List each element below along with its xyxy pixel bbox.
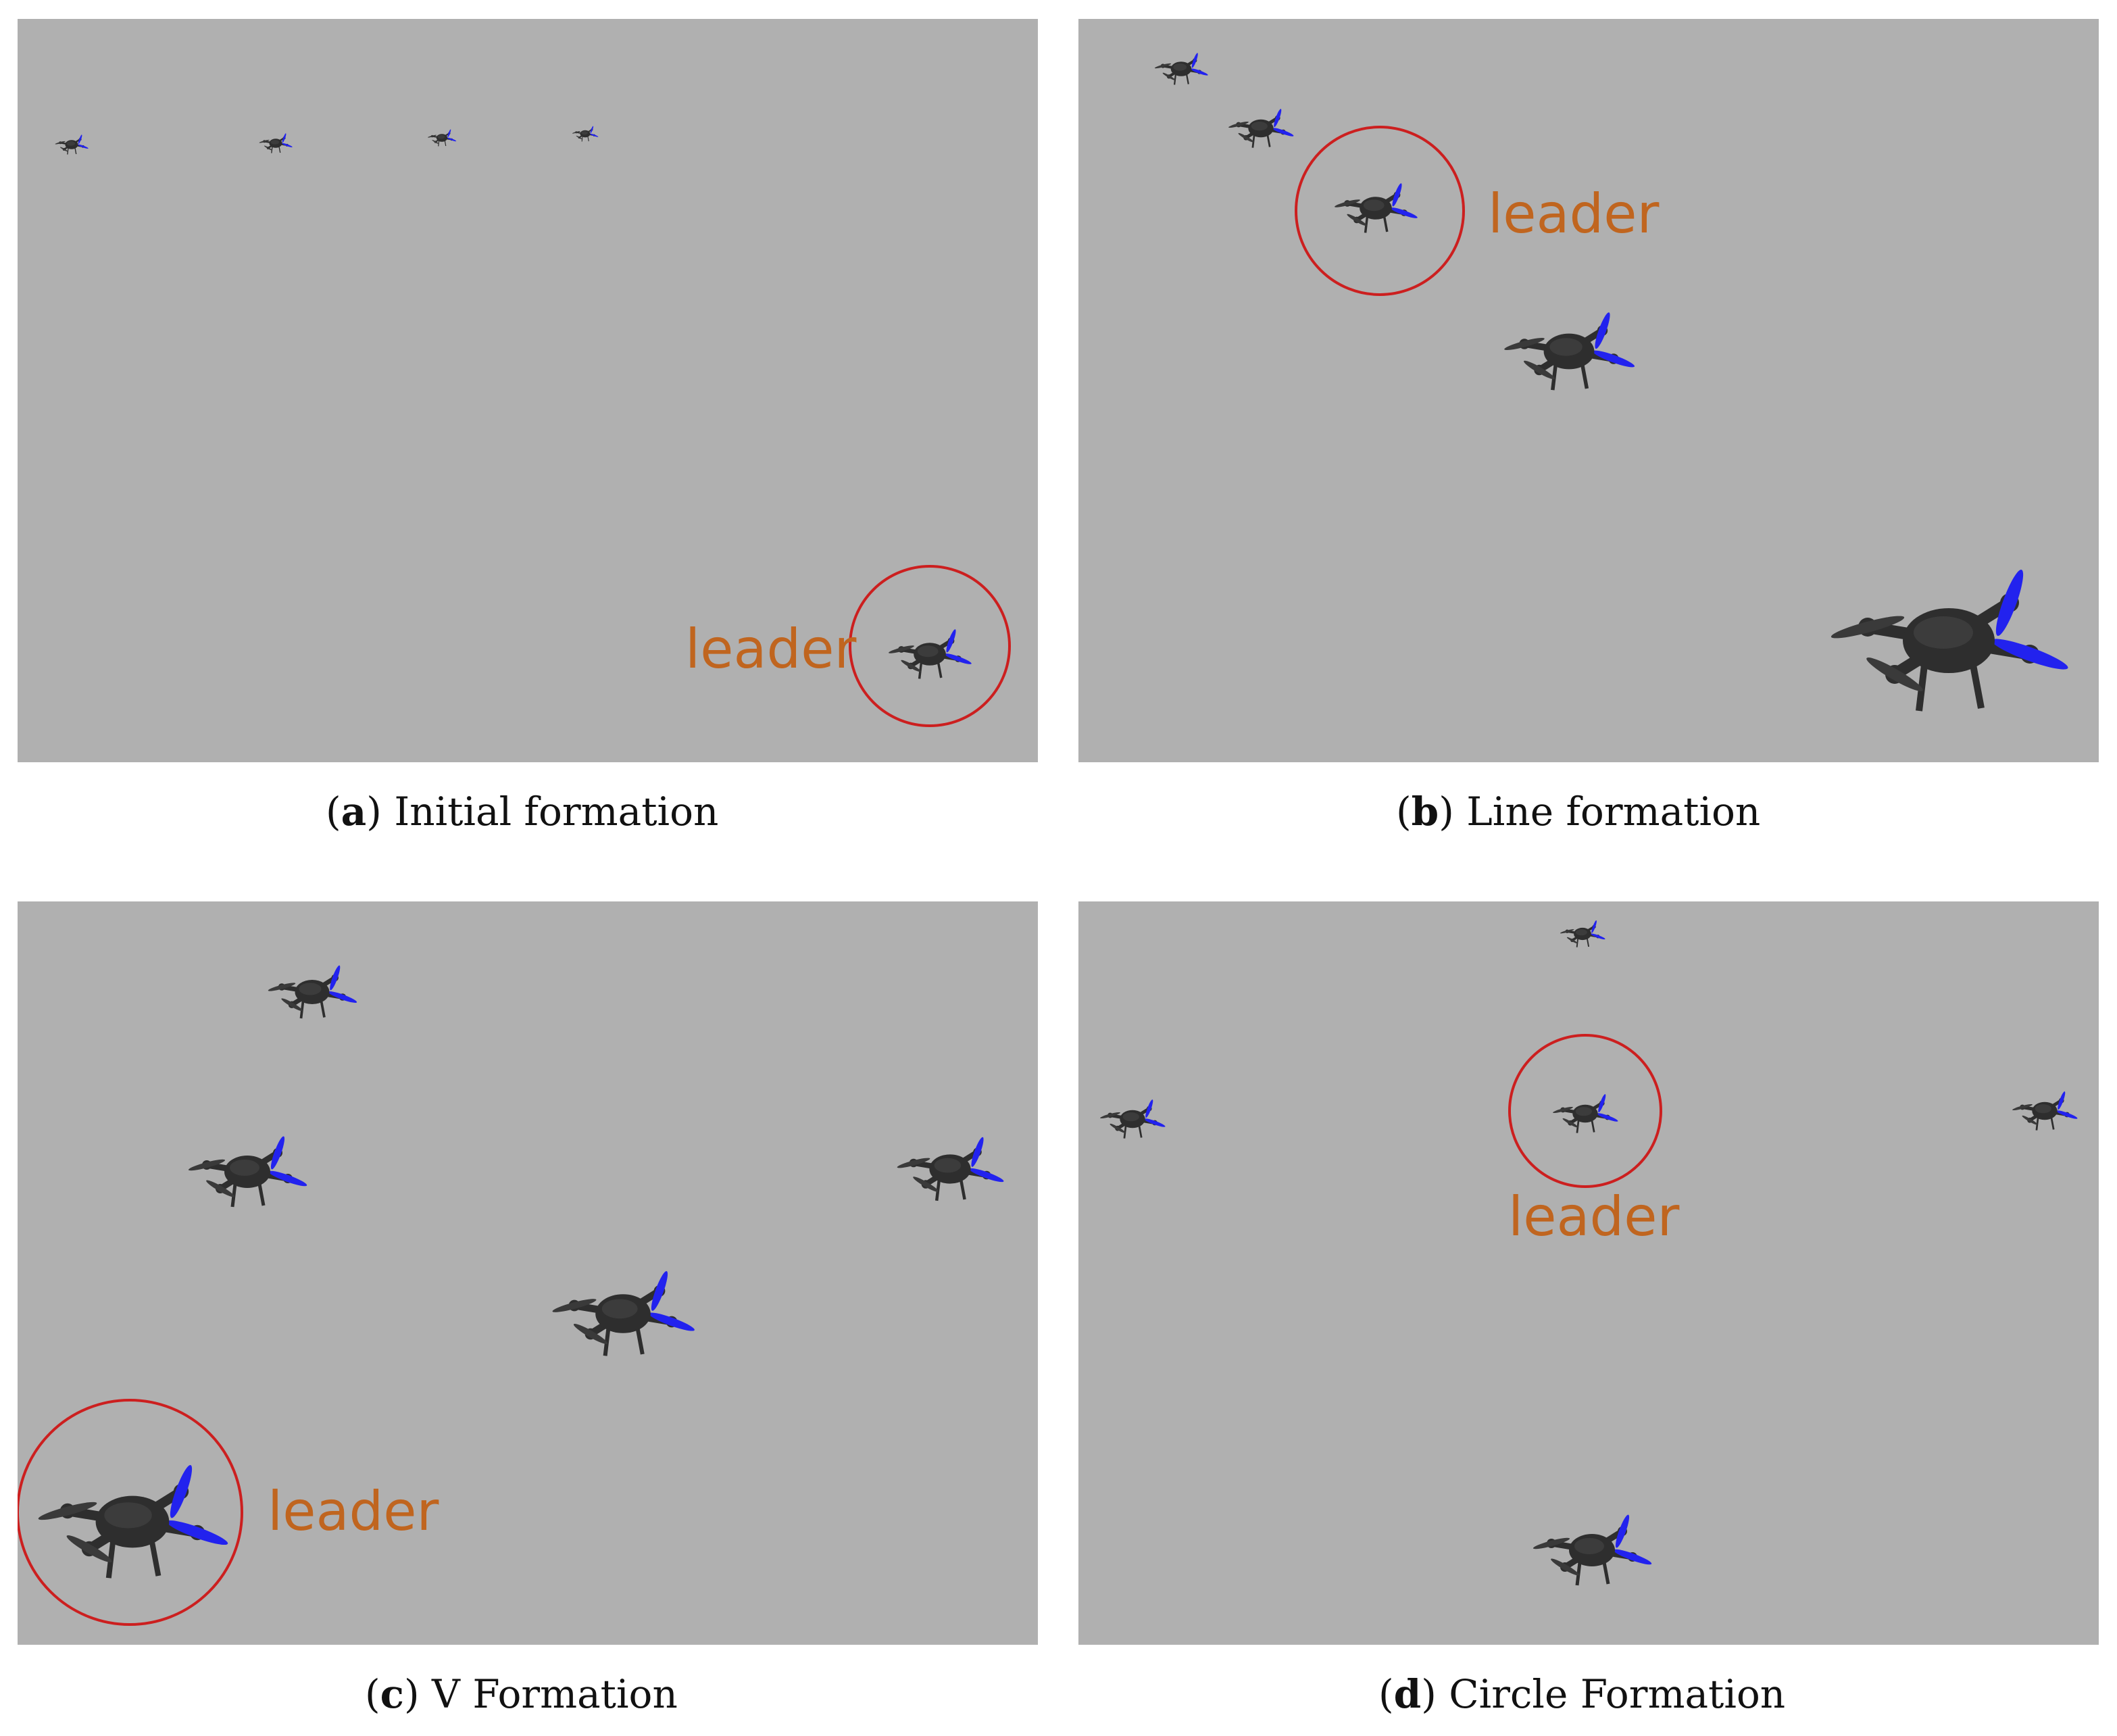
drone-d-leader (1553, 1094, 1618, 1133)
leader-label: leader (685, 618, 856, 680)
caption-d: (d) Circle Formation (1378, 1671, 1786, 1717)
leader-label: leader (1508, 1185, 1679, 1248)
leader-circle (849, 565, 1011, 727)
caption-letter: d (1393, 1671, 1422, 1717)
drone-d4 (1533, 1514, 1652, 1586)
scene-circle-formation: leader (1100, 920, 2078, 1586)
drone-d3 (2012, 1091, 2078, 1131)
scene-line-formation: leader (1154, 53, 2068, 712)
drone-a2 (259, 133, 293, 153)
scene-v-formation: leader (18, 965, 1004, 1626)
drone-a-leader (889, 629, 972, 679)
drone-c1 (268, 965, 357, 1019)
drone-c3 (897, 1137, 1004, 1201)
drone-c2 (188, 1136, 307, 1208)
drone-a1 (55, 134, 89, 155)
panel-line-formation: leader (1078, 19, 2099, 762)
drone-b2 (1228, 109, 1294, 148)
drone-d1 (1560, 920, 1605, 947)
caption-letter: a (341, 789, 367, 835)
caption-letter: c (380, 1671, 404, 1717)
leader-circle (18, 1399, 243, 1626)
caption-letter: b (1411, 789, 1439, 835)
caption-b: (b) Line formation (1396, 789, 1761, 835)
panel-v-formation: leader (18, 901, 1038, 1645)
drone-a3 (428, 129, 457, 147)
drone-c-leader (38, 1465, 228, 1579)
drone-c4 (552, 1271, 695, 1356)
drone-b4 (1830, 570, 2068, 712)
leader-label: leader (1488, 182, 1659, 245)
drone-a4 (572, 126, 599, 142)
caption-text: Initial formation (394, 789, 719, 835)
drone-b3 (1504, 312, 1635, 391)
scene-initial-formation: leader (55, 126, 1011, 727)
drone-b1 (1154, 53, 1208, 85)
caption-text: Circle Formation (1449, 1671, 1786, 1717)
drone-d2 (1100, 1099, 1166, 1139)
caption-a: (a) Initial formation (326, 789, 719, 835)
panel-initial-formation: leader (18, 19, 1038, 762)
leader-circle (1508, 1034, 1662, 1188)
caption-c: (c) V Formation (365, 1671, 678, 1717)
caption-text: V Formation (432, 1671, 678, 1717)
leader-circle (1295, 126, 1465, 296)
leader-label: leader (268, 1480, 439, 1543)
caption-text: Line formation (1466, 789, 1761, 835)
panel-circle-formation: leader (1078, 901, 2099, 1645)
drone-b-leader (1335, 183, 1418, 233)
